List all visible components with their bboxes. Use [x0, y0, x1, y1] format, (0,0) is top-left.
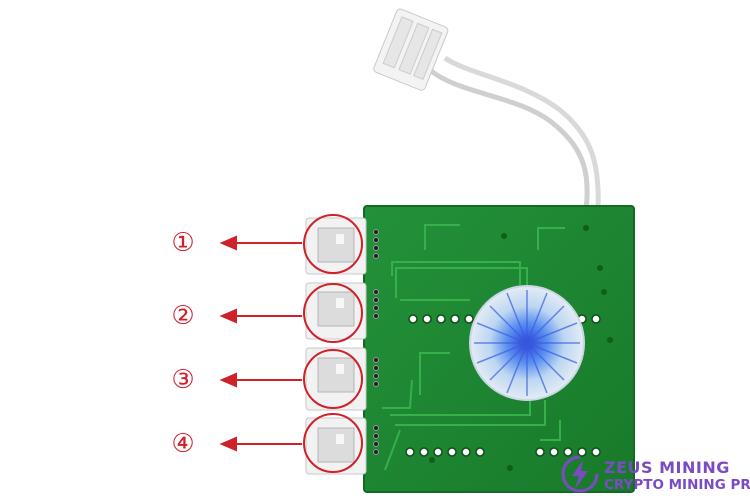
- connector-1: [305, 217, 367, 275]
- zeus-mining-watermark: ZEUS MINING CRYPTO MINING PRO: [560, 452, 750, 498]
- highlight-circle-4: [303, 413, 363, 473]
- watermark-line-2: CRYPTO MINING PRO: [604, 477, 750, 493]
- highlight-circle-3: [303, 349, 363, 409]
- highlight-circles: [303, 214, 363, 473]
- cable-assembly: [373, 8, 601, 211]
- cable-plug: [373, 8, 449, 91]
- callout-label-4: ④: [171, 429, 195, 459]
- header-pins: [373, 229, 379, 455]
- board-vias: [429, 225, 613, 471]
- watermark-line-1: ZEUS MINING: [604, 458, 730, 477]
- pad-row-bottom: [405, 447, 601, 457]
- connector-3: [305, 347, 367, 411]
- callout-arrows: [219, 235, 302, 452]
- connector-4: [305, 417, 367, 475]
- callout-label-2: ②: [171, 301, 195, 331]
- callout-label-3: ③: [171, 365, 195, 395]
- highlight-circle-2: [303, 283, 363, 343]
- board-traces: [382, 224, 565, 471]
- lightning-bolt-icon: [561, 455, 599, 493]
- hologram-sticker: [469, 285, 585, 401]
- connector-2: [305, 282, 367, 340]
- callout-label-1: ①: [171, 228, 195, 258]
- highlight-circle-1: [303, 214, 363, 274]
